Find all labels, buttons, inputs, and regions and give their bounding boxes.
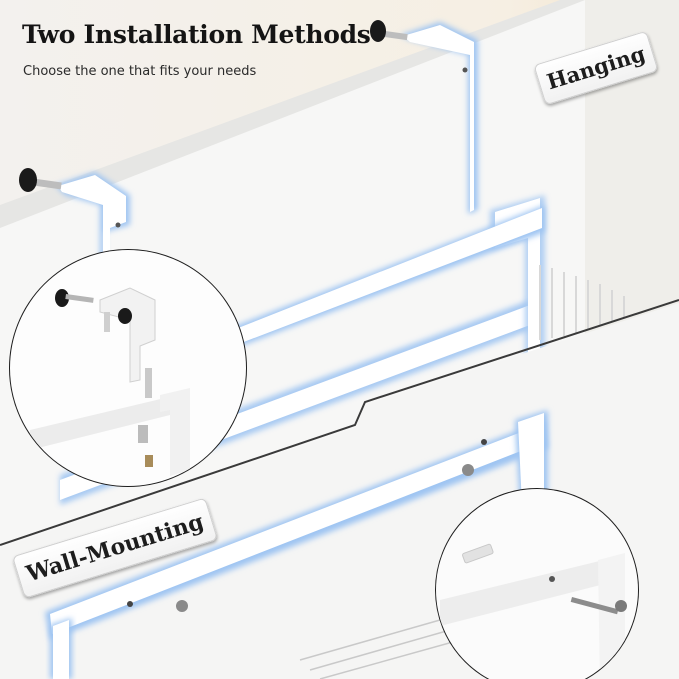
page-title: Two Installation Methods	[22, 20, 371, 49]
door-knob-screw-icon	[19, 20, 408, 192]
page-subtitle: Choose the one that fits your needs	[23, 64, 257, 79]
hanging-detail-inset	[9, 249, 247, 487]
hook-bracket-icon	[55, 22, 478, 262]
section-divider	[0, 299, 679, 546]
screw-icon	[462, 464, 474, 476]
wall-mount-detail-inset	[435, 488, 639, 679]
wall-anchor-icon	[462, 543, 494, 564]
door-top-edge	[0, 0, 585, 228]
wall-mount-frame	[45, 410, 548, 679]
